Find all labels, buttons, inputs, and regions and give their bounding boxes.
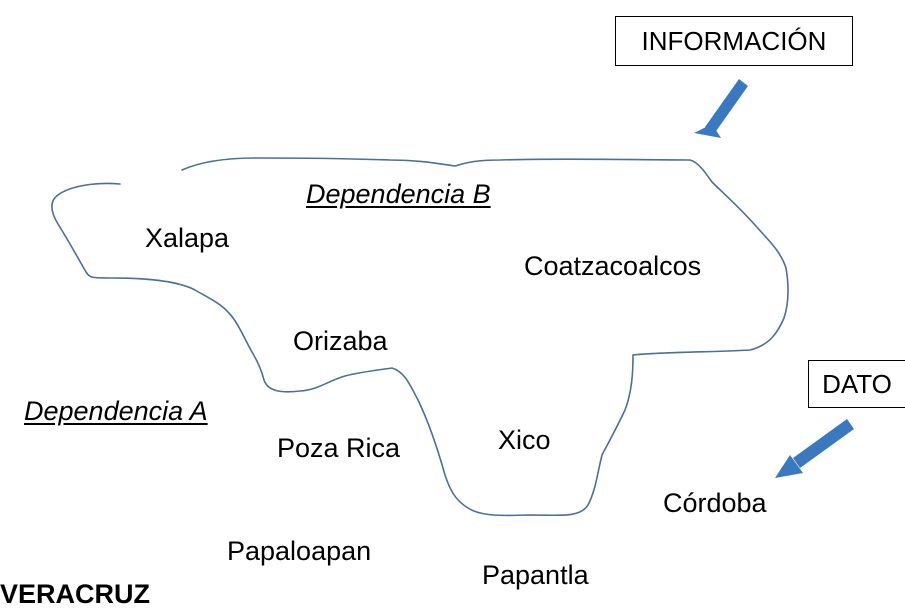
city-xico: Xico	[498, 425, 551, 455]
dependencia-b-label: Dependencia B	[306, 179, 491, 209]
informacion-label-box: INFORMACIÓN	[615, 16, 853, 66]
city-orizaba: Orizaba	[293, 326, 388, 356]
dependencia-a-label: Dependencia A	[24, 396, 208, 426]
informacion-arrow	[694, 79, 748, 138]
city-papantla: Papantla	[482, 560, 589, 590]
city-papaloapan: Papaloapan	[227, 536, 372, 566]
city-coatzacoalcos: Coatzacoalcos	[524, 251, 702, 281]
city-xalapa: Xalapa	[145, 223, 230, 253]
map-title: VERACRUZ	[0, 579, 151, 609]
city-cordoba: Córdoba	[663, 488, 767, 518]
region-outline	[51, 157, 789, 517]
city-poza-rica: Poza Rica	[277, 433, 401, 463]
dato-arrow	[775, 419, 854, 478]
dato-label-box: DATO	[808, 360, 905, 408]
